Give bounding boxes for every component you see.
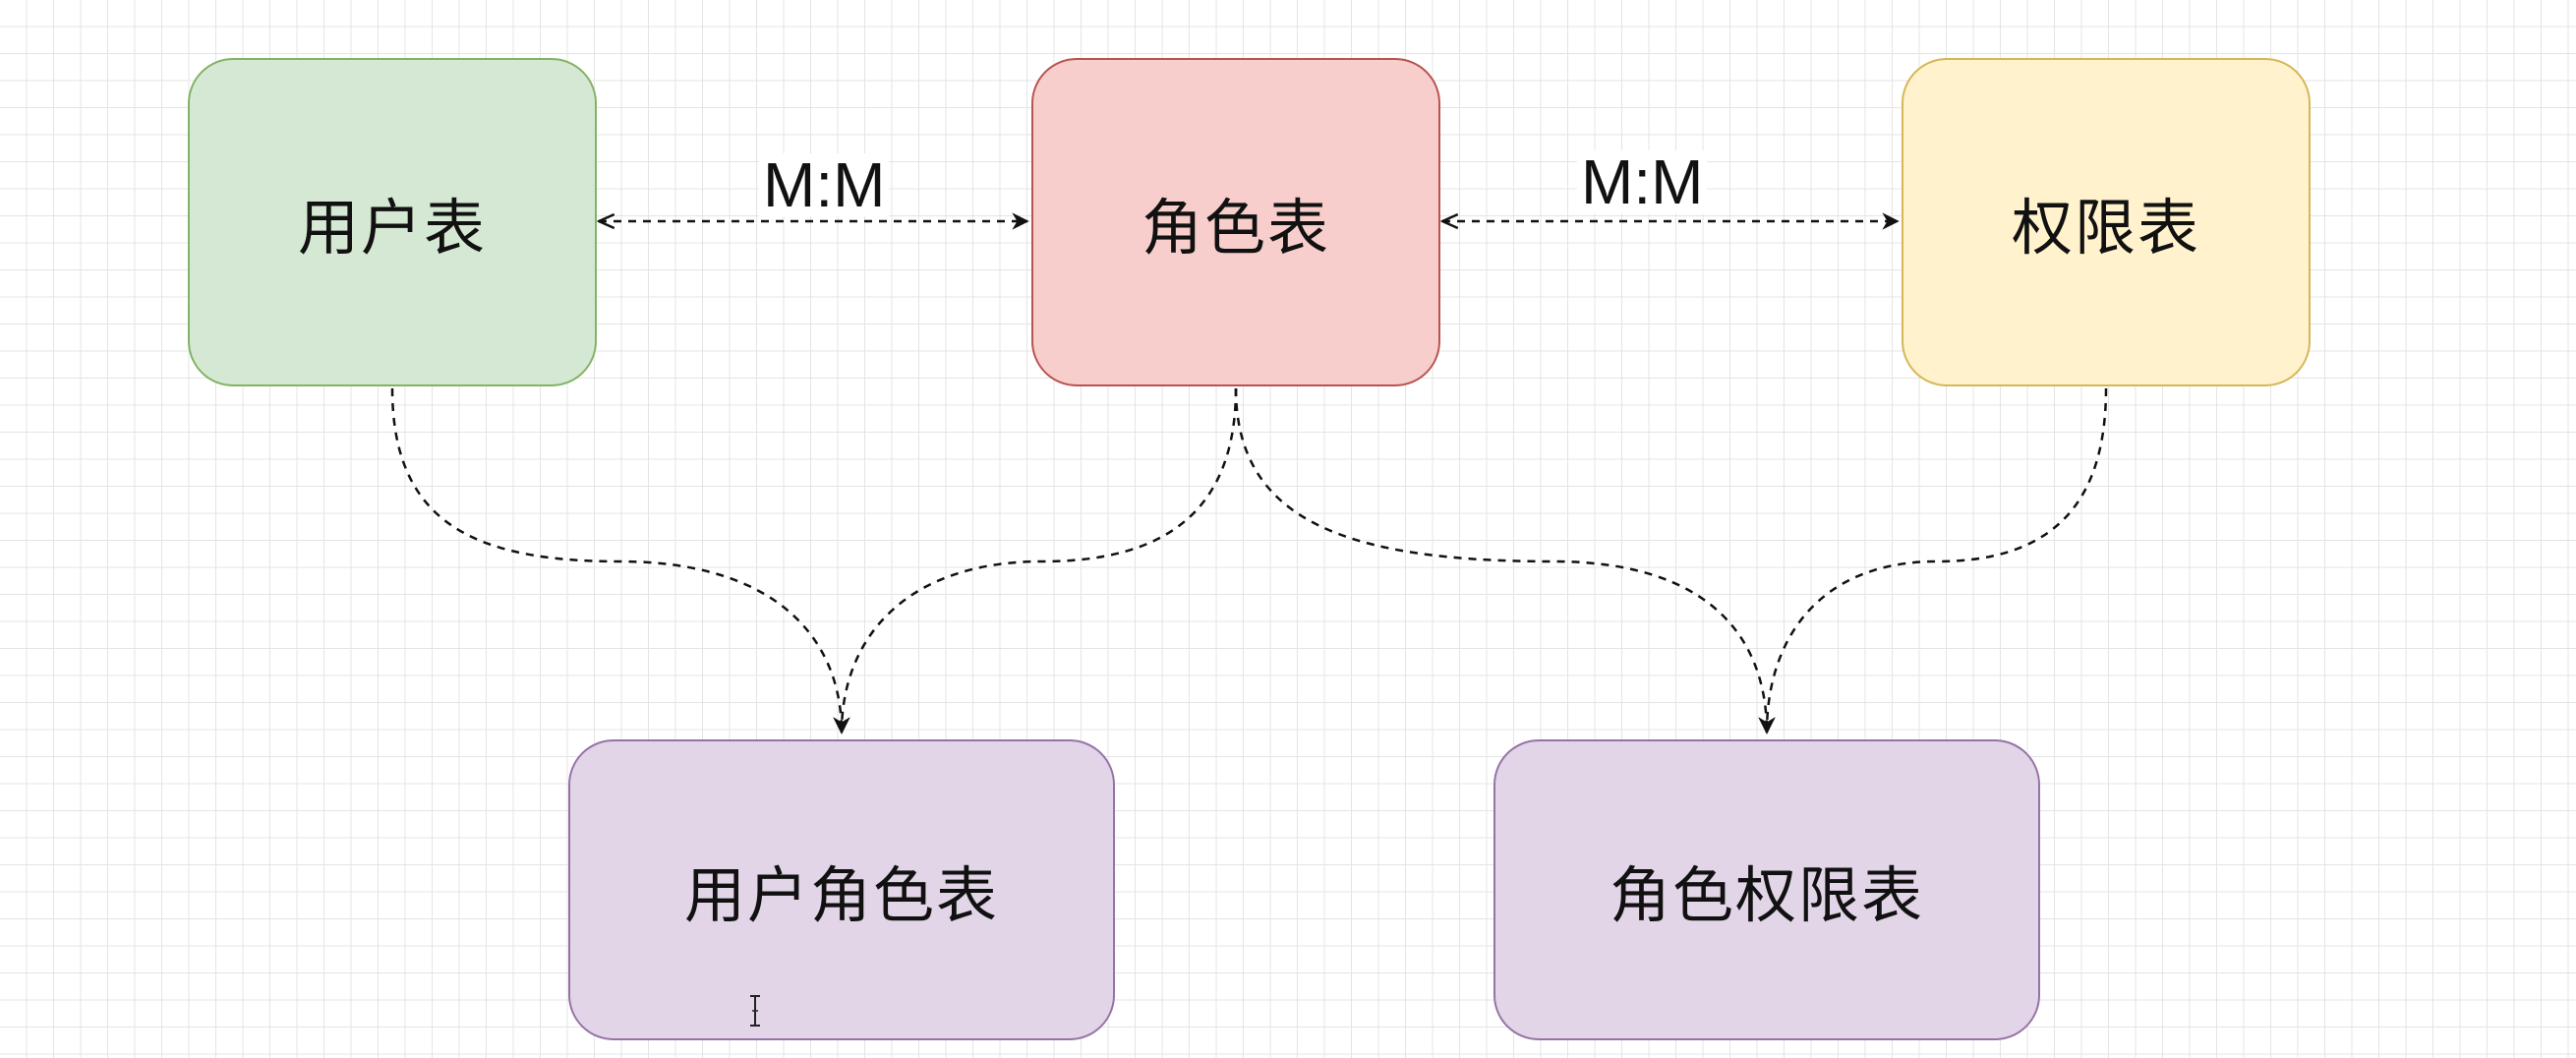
- node-user-table[interactable]: 用户表: [188, 58, 597, 386]
- edge-user-to-user-role[interactable]: [390, 387, 850, 735]
- node-role-table[interactable]: 角色表: [1031, 58, 1440, 386]
- node-user-table-label: 用户表: [297, 192, 487, 264]
- edge-permission-to-role-permission[interactable]: [1758, 387, 2108, 735]
- edge-role-to-role-permission[interactable]: [1234, 387, 1776, 735]
- node-user-role-table-label: 用户角色表: [683, 859, 999, 931]
- node-permission-table-label: 权限表: [2011, 192, 2200, 264]
- node-permission-table[interactable]: 权限表: [1902, 58, 2311, 386]
- node-role-permission-table[interactable]: 角色权限表: [1493, 739, 2040, 1040]
- edge-label-role-permission: M:M: [1577, 150, 1708, 213]
- node-user-role-table[interactable]: 用户角色表: [568, 739, 1115, 1040]
- edge-role-to-user-role[interactable]: [833, 387, 1238, 735]
- node-role-table-label: 角色表: [1141, 192, 1330, 264]
- text-cursor-icon: [750, 995, 760, 1027]
- node-role-permission-table-label: 角色权限表: [1609, 859, 1924, 931]
- edge-label-user-role: M:M: [759, 153, 890, 216]
